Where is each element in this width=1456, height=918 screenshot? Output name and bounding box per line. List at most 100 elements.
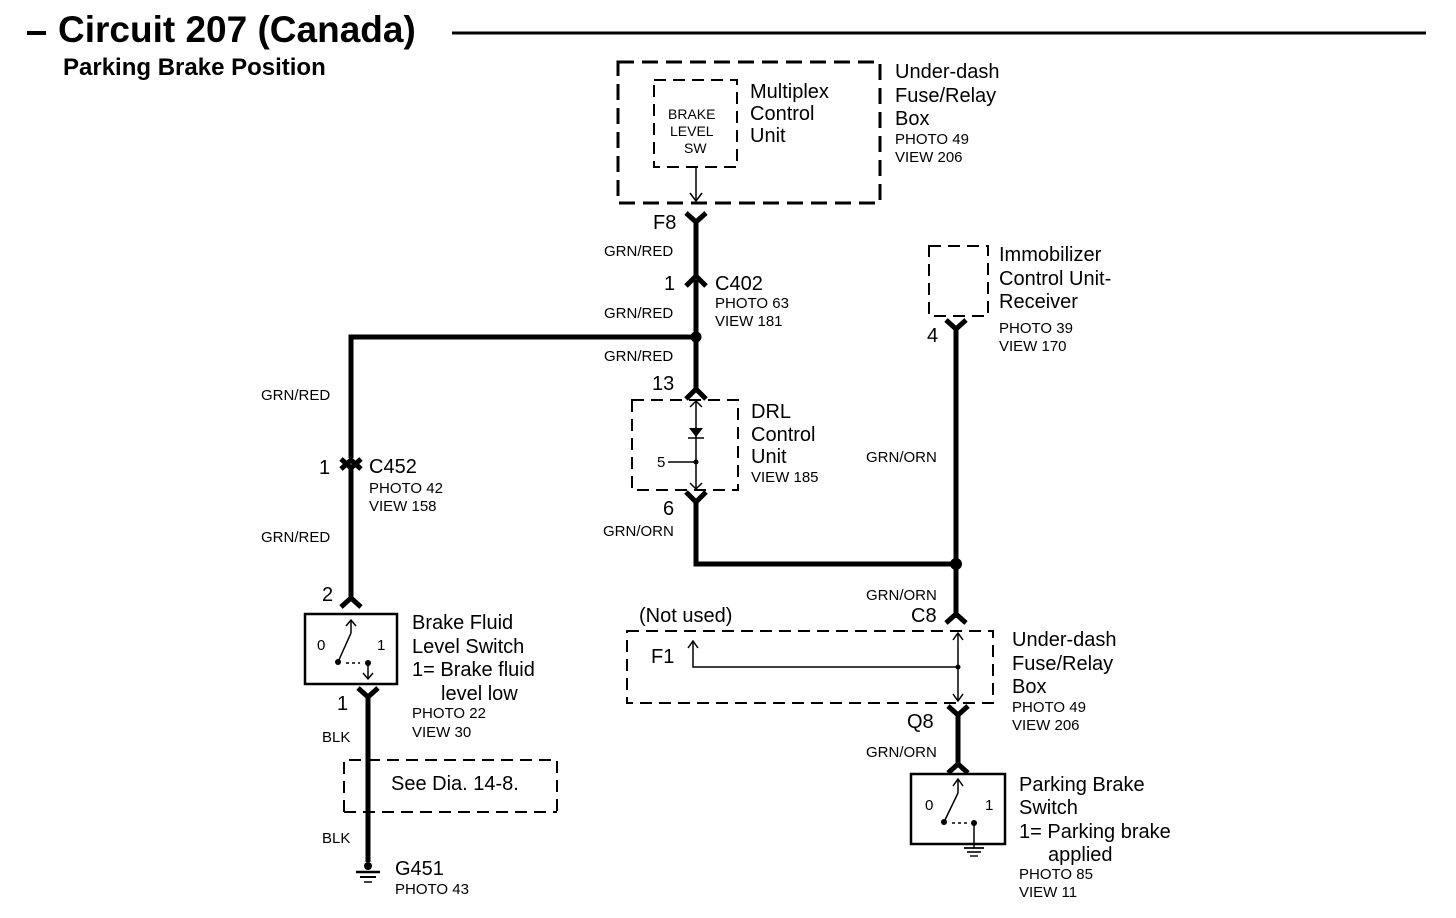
fusebox-bottom-line3: Box [1012, 676, 1046, 698]
wire-label-9: BLK [322, 729, 350, 746]
fusebox-bottom-node [955, 664, 961, 670]
immobilizer-box [928, 245, 989, 317]
parking-line2: Switch [1019, 797, 1078, 819]
multiplex-arrow [689, 192, 703, 203]
wire-label-11: GRN/ORN [866, 744, 937, 761]
immobilizer-line2: Control Unit- [999, 268, 1111, 290]
multiplex-line3: Unit [750, 125, 786, 147]
drl-diode [689, 428, 703, 437]
brake-level-sw-line2: LEVEL [670, 123, 714, 139]
c402-connector [684, 272, 708, 288]
drl-pin-in: 13 [652, 373, 674, 395]
c402-view: VIEW 181 [715, 313, 783, 330]
parking-contact-0 [941, 819, 947, 825]
c402-name: C402 [715, 273, 763, 295]
parking-blade [943, 792, 959, 823]
immobilizer-photo: PHOTO 39 [999, 320, 1073, 337]
wire-label-3: GRN/RED [604, 348, 673, 365]
drl-pin-out: 6 [663, 498, 674, 520]
c8-arrow [952, 631, 964, 641]
fusebox-top-outline [616, 60, 882, 205]
pin-f1: F1 [651, 646, 674, 668]
brake-level-sw-line1: BRAKE [668, 106, 715, 122]
not-used-label: (Not used) [639, 605, 732, 627]
immobilizer-pin: 4 [927, 325, 938, 347]
wire-label-5: GRN/ORN [603, 523, 674, 540]
fusebox-bottom-line1: Under-dash [1012, 629, 1117, 651]
bfs-pin-top: 2 [322, 584, 333, 606]
wire-splice-c452 [348, 334, 696, 458]
parking-line1: Parking Brake [1019, 774, 1145, 796]
see-dia-box-top [343, 759, 558, 812]
brake-level-sw-line3: SW [684, 140, 707, 156]
fusebox-bottom-outline [626, 630, 994, 704]
diagram-title: Circuit 207 (Canada) [58, 9, 416, 50]
wire-label-8: GRN/RED [261, 529, 330, 546]
fusebox-top-photo: PHOTO 49 [895, 131, 969, 148]
bfs-line3: 1= Brake fluid [412, 659, 535, 681]
c8-terminal [944, 610, 968, 625]
fusebox-top-line3: Box [895, 108, 929, 130]
drl-line2: Control [751, 424, 815, 446]
drl-tap-dot [693, 459, 699, 465]
diagram-subtitle: Parking Brake Position [63, 54, 326, 81]
drl-line1: DRL [751, 401, 791, 423]
parking-switch-box [909, 772, 1007, 846]
wire-label-6: GRN/ORN [866, 449, 937, 466]
bfs-box [303, 612, 399, 686]
g451-dot [364, 862, 372, 870]
parking-view: VIEW 11 [1019, 884, 1077, 901]
immobilizer-line3: Receiver [999, 291, 1078, 313]
see-dia-label: See Dia. 14-8. [391, 773, 519, 795]
fusebox-bottom-line2: Fuse/Relay [1012, 653, 1113, 675]
bfs-top-terminal [339, 594, 363, 609]
drl-in-terminal [684, 385, 708, 401]
drl-view: VIEW 185 [751, 469, 819, 486]
c452-pin: 1 [319, 457, 330, 479]
bfs-blade [337, 632, 352, 663]
wire-drl-splice [693, 500, 956, 567]
wire-label-1: GRN/RED [604, 243, 673, 260]
bfs-pin-bottom: 1 [337, 693, 348, 715]
wire-label-2: GRN/RED [604, 305, 673, 322]
drl-arrow-top [689, 399, 703, 408]
bfs-view: VIEW 30 [412, 724, 471, 741]
bfs-line1: Brake Fluid [412, 612, 513, 634]
c452-name: C452 [369, 456, 417, 478]
fusebox-top-line2: Fuse/Relay [895, 85, 996, 107]
parking-top-terminal [946, 760, 970, 775]
bfs-pos1: 1 [377, 637, 385, 654]
f1-arrow [687, 639, 699, 649]
bfs-arrow-top [345, 618, 357, 627]
bfs-pos0: 0 [317, 637, 325, 654]
drl-line3: Unit [751, 446, 787, 468]
wire-label-4: GRN/RED [261, 387, 330, 404]
parking-photo: PHOTO 85 [1019, 866, 1093, 883]
multiplex-line2: Control [750, 103, 814, 125]
parking-pos0: 0 [925, 797, 933, 814]
bfs-contact-0 [335, 659, 341, 665]
pin-c8: C8 [911, 605, 937, 627]
pin-f8: F8 [653, 212, 676, 234]
g451-photo: PHOTO 43 [395, 881, 469, 898]
fusebox-bottom-view: VIEW 206 [1012, 717, 1080, 734]
bfs-line2: Level Switch [412, 636, 524, 658]
drl-inner-pin: 5 [657, 454, 665, 471]
pin-q8: Q8 [907, 711, 934, 733]
wire-label-7: GRN/ORN [866, 587, 937, 604]
parking-line4: applied [1048, 844, 1113, 866]
q8-arrow [952, 693, 964, 703]
c452-terminal-b [339, 456, 363, 471]
immobilizer-line1: Immobilizer [999, 244, 1102, 266]
immobilizer-view: VIEW 170 [999, 338, 1067, 355]
multiplex-line1: Multiplex [750, 81, 829, 103]
bfs-line4: level low [441, 683, 518, 705]
fusebox-top-line1: Under-dash [895, 61, 1000, 83]
c452-view: VIEW 158 [369, 498, 437, 515]
bfs-photo: PHOTO 22 [412, 705, 486, 722]
drl-box [631, 399, 739, 491]
parking-pos1: 1 [985, 797, 993, 814]
parking-line3: 1= Parking brake [1019, 821, 1171, 843]
c402-pin: 1 [664, 273, 675, 295]
